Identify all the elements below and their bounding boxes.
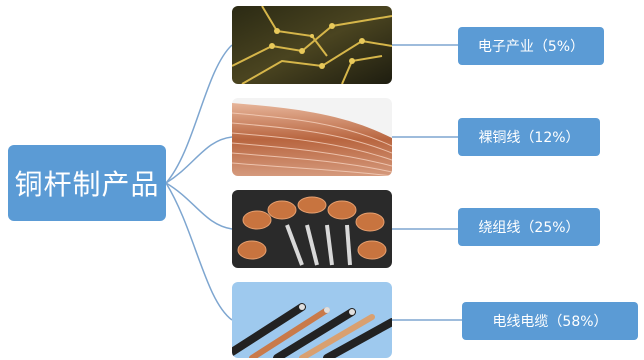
product-label-bare-copper-wire: 裸铜线（12%） — [458, 118, 600, 156]
root-label: 铜杆制产品 — [14, 168, 160, 201]
label-text: 裸铜线（12%） — [478, 130, 580, 146]
product-label-wire-cable: 电线电缆（58%） — [462, 302, 638, 340]
label-text: 电子产业（5%） — [477, 39, 585, 55]
label-text: 电线电缆（58%） — [492, 314, 608, 330]
circuit-board-photo — [232, 6, 392, 84]
label-text: 绕组线（25%） — [478, 220, 580, 236]
branch-line-1 — [165, 44, 233, 184]
branch-line-3 — [165, 182, 233, 230]
bare-copper-wire-photo — [232, 98, 392, 176]
branch-line-4 — [165, 182, 233, 321]
root-node: 铜杆制产品 — [8, 145, 166, 221]
product-label-winding-wire: 绕组线（25%） — [458, 208, 600, 246]
electric-cable-photo — [232, 282, 392, 358]
branch-line-2 — [165, 136, 233, 184]
winding-wire-photo — [232, 190, 392, 268]
product-label-electronics: 电子产业（5%） — [458, 27, 604, 65]
